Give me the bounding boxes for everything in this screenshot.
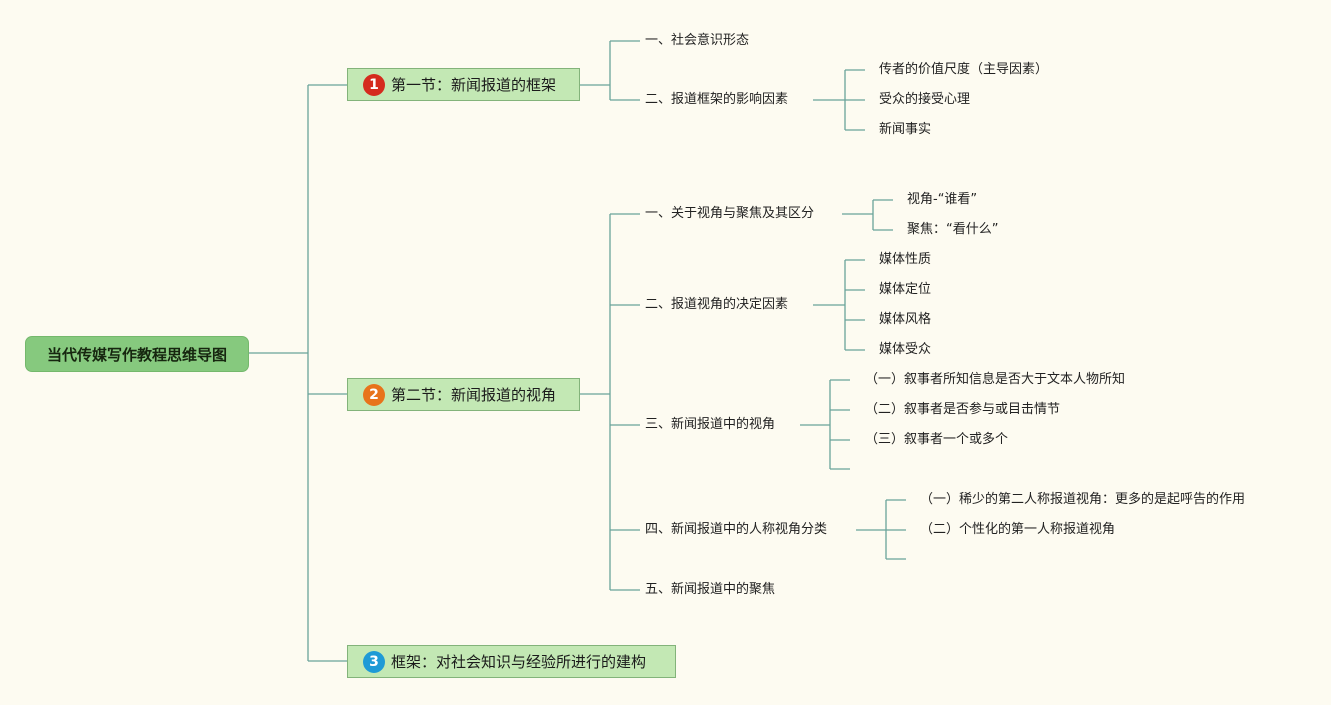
s2-item-5[interactable]: 五、新闻报道中的聚焦 bbox=[645, 582, 776, 597]
s2-item-4-child-2[interactable]: （二）个性化的第一人称报道视角 bbox=[920, 522, 1116, 537]
s2-item-2-child-1[interactable]: 媒体性质 bbox=[879, 252, 932, 267]
s2-item-1-child-2[interactable]: 聚焦：“看什么” bbox=[907, 222, 999, 237]
s1-item-2-child-2[interactable]: 受众的接受心理 bbox=[879, 92, 971, 107]
s1-item-1[interactable]: 一、社会意识形态 bbox=[645, 33, 750, 48]
s2-item-2-child-2[interactable]: 媒体定位 bbox=[879, 282, 932, 297]
s2-item-3-child-3[interactable]: （三）叙事者一个或多个 bbox=[865, 432, 1009, 447]
s2-item-4-child-1[interactable]: （一）稀少的第二人称报道视角：更多的是起呼告的作用 bbox=[920, 492, 1246, 507]
section-3-node[interactable]: 3 框架：对社会知识与经验所进行的建构 bbox=[347, 645, 676, 678]
s2-item-4[interactable]: 四、新闻报道中的人称视角分类 bbox=[645, 522, 828, 537]
section-3-number-badge: 3 bbox=[363, 650, 385, 673]
section-2-node[interactable]: 2 第二节：新闻报道的视角 bbox=[347, 378, 580, 411]
s2-item-3-child-2[interactable]: （二）叙事者是否参与或目击情节 bbox=[865, 402, 1061, 417]
s1-item-2-child-1[interactable]: 传者的价值尺度（主导因素） bbox=[879, 62, 1049, 77]
s2-item-2-child-3[interactable]: 媒体风格 bbox=[879, 312, 932, 327]
s2-item-2-child-4[interactable]: 媒体受众 bbox=[879, 342, 932, 357]
section-2-title: 第二节：新闻报道的视角 bbox=[391, 386, 557, 404]
s2-item-1-child-1[interactable]: 视角-“谁看” bbox=[907, 192, 978, 207]
section-2-number-badge: 2 bbox=[363, 383, 385, 406]
s2-item-1[interactable]: 一、关于视角与聚焦及其区分 bbox=[645, 206, 815, 221]
s2-item-3-child-1[interactable]: （一）叙事者所知信息是否大于文本人物所知 bbox=[865, 372, 1126, 387]
s1-item-2[interactable]: 二、报道框架的影响因素 bbox=[645, 92, 789, 107]
section-1-title: 第一节：新闻报道的框架 bbox=[391, 76, 557, 94]
root-node[interactable]: 当代传媒写作教程思维导图 bbox=[25, 336, 249, 372]
section-1-node[interactable]: 1 第一节：新闻报道的框架 bbox=[347, 68, 580, 101]
s2-item-3[interactable]: 三、新闻报道中的视角 bbox=[645, 417, 776, 432]
s1-item-2-child-3[interactable]: 新闻事实 bbox=[879, 122, 932, 137]
s2-item-2[interactable]: 二、报道视角的决定因素 bbox=[645, 297, 789, 312]
section-1-number-badge: 1 bbox=[363, 73, 385, 96]
section-3-title: 框架：对社会知识与经验所进行的建构 bbox=[391, 653, 647, 671]
